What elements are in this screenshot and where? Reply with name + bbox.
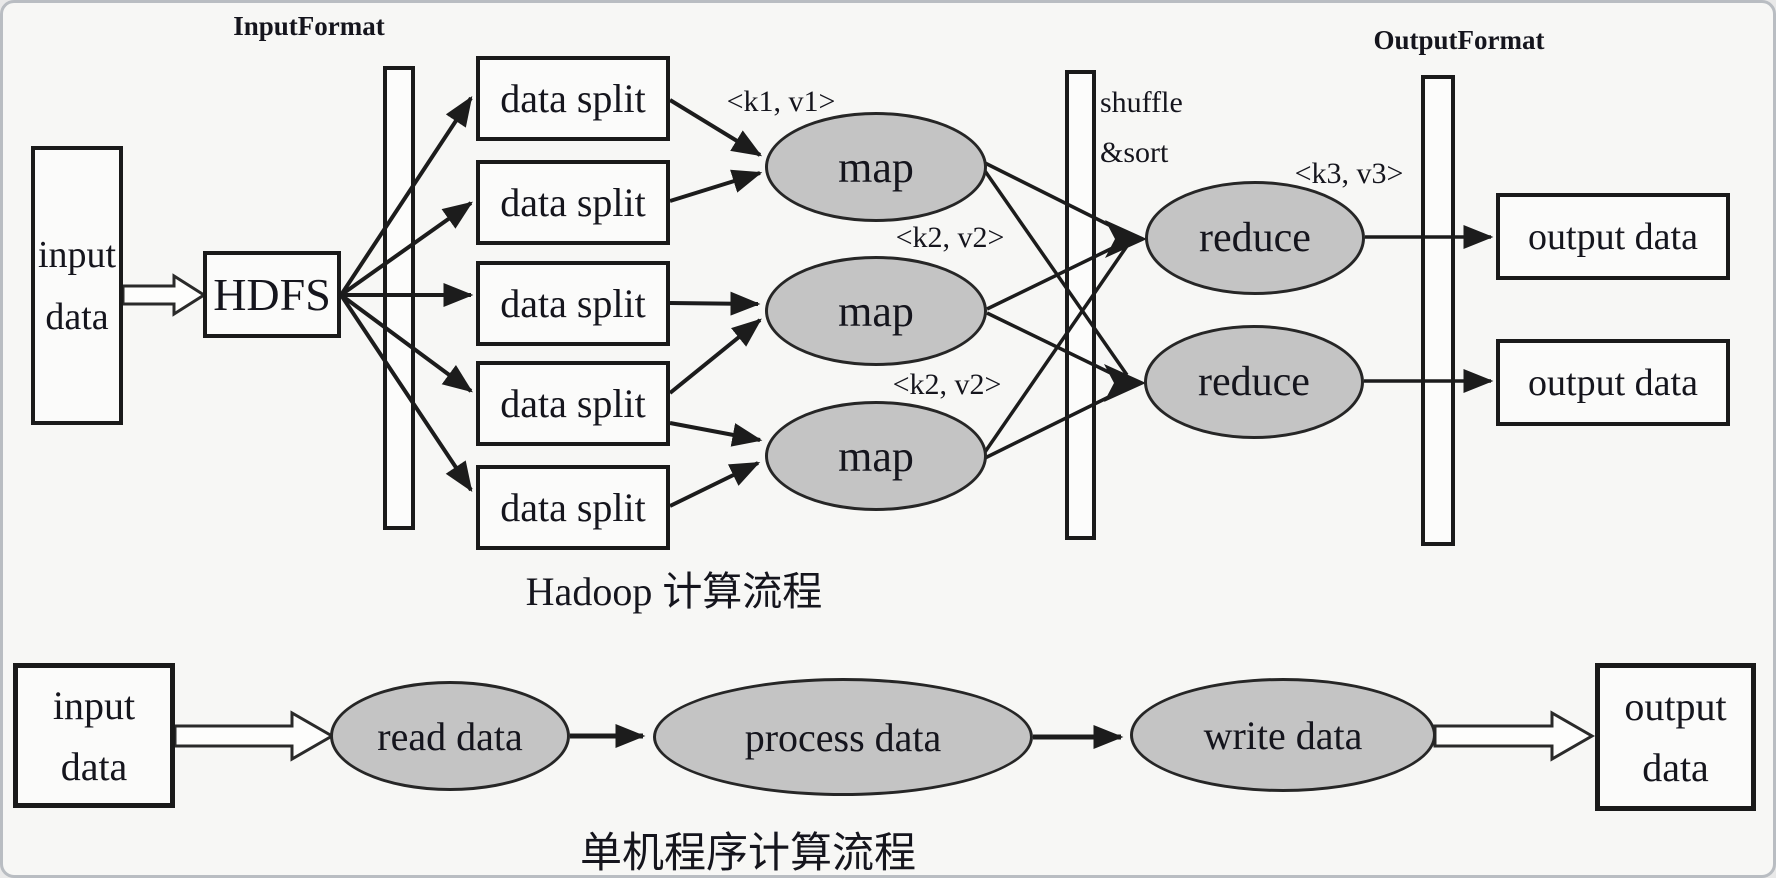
kv-label-k2v2-a: <k2, v2> — [895, 221, 1005, 254]
input-data-line1: input — [52, 682, 136, 728]
shuffle-sort-bar — [1065, 70, 1096, 540]
hdfs-label: HDFS — [213, 269, 331, 320]
kv-label-k3v3: <k3, v3> — [1294, 157, 1404, 190]
data-split-label: data split — [500, 381, 646, 426]
data-split-box-2: data split — [476, 160, 670, 245]
input-format-label: InputFormat — [233, 11, 385, 41]
process-data-ellipse: process data — [653, 678, 1033, 796]
single-flow-caption: 单机程序计算流程 — [579, 831, 916, 877]
splits-to-maps-arrows — [668, 98, 763, 508]
output-data-line2: data — [1642, 745, 1709, 790]
reduce1-convergence-arrowhead — [1105, 220, 1147, 258]
hadoop-input-data-box: input data — [31, 146, 123, 425]
output-data-box-2: output data — [1496, 339, 1730, 426]
input-to-read-hollow-arrow — [173, 710, 336, 762]
reduce-ellipse-1: reduce — [1145, 181, 1365, 295]
input-data-line1: input — [37, 233, 117, 276]
output-data-box-1: output data — [1496, 193, 1730, 280]
single-input-data-box: input data — [13, 663, 175, 808]
data-split-label: data split — [500, 76, 646, 121]
process-data-label: process data — [744, 714, 942, 760]
output-format-bar — [1421, 75, 1455, 546]
data-split-label: data split — [500, 485, 646, 530]
map-label: map — [838, 286, 914, 336]
reduce-ellipse-2: reduce — [1144, 325, 1364, 439]
output-format-label: OutputFormat — [1373, 25, 1545, 55]
map-ellipse-2: map — [765, 256, 987, 366]
input-data-line2: data — [60, 743, 128, 789]
input-format-bar — [383, 66, 415, 530]
kv-label-k2v2-b: <k2, v2> — [892, 368, 1002, 401]
map-label: map — [838, 142, 914, 192]
output-data-label: output data — [1528, 215, 1698, 258]
read-data-ellipse: read data — [330, 681, 570, 791]
data-split-box-3: data split — [476, 261, 670, 346]
data-split-box-5: data split — [476, 465, 670, 550]
data-split-label: data split — [500, 281, 646, 326]
write-to-output-hollow-arrow — [1433, 710, 1596, 762]
input-data-line2: data — [45, 295, 109, 338]
reduce-label: reduce — [1199, 215, 1311, 261]
single-output-data-box: output data — [1595, 663, 1756, 811]
map-ellipse-3: map — [765, 401, 987, 511]
output-data-line1: output — [1624, 684, 1727, 729]
reduce-label: reduce — [1198, 359, 1310, 405]
read-data-label: read data — [377, 713, 523, 759]
data-split-box-1: data split — [476, 56, 670, 141]
shuffle-label-line2: &sort — [1100, 136, 1169, 169]
shuffle-label-line1: shuffle — [1100, 86, 1183, 119]
input-to-hdfs-hollow-arrow — [121, 273, 207, 317]
output-data-label: output data — [1528, 361, 1698, 404]
write-data-ellipse: write data — [1130, 678, 1436, 792]
hadoop-flow-caption: Hadoop 计算流程 — [525, 569, 823, 614]
maps-to-reduces-lines — [983, 161, 1130, 460]
data-split-box-4: data split — [476, 361, 670, 446]
map-label: map — [838, 431, 914, 481]
kv-label-k1v1: <k1, v1> — [726, 85, 836, 118]
write-data-label: write data — [1203, 712, 1363, 758]
data-split-label: data split — [500, 180, 646, 225]
map-ellipse-1: map — [765, 112, 987, 222]
reduce2-convergence-arrowhead — [1104, 364, 1146, 402]
hdfs-box: HDFS — [203, 251, 341, 338]
